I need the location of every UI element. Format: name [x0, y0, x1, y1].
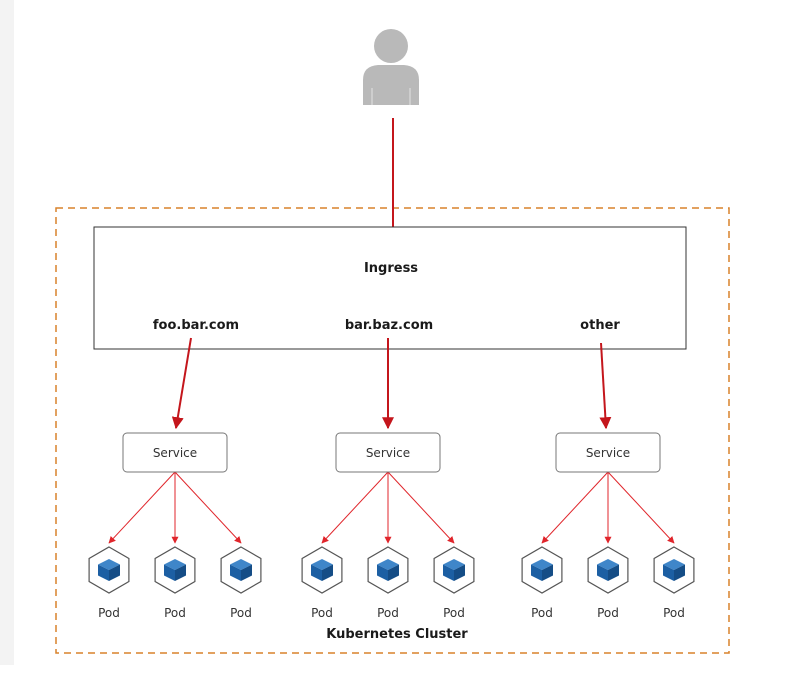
- arrow-service-to-pod: [387, 471, 455, 544]
- pod-label: Pod: [531, 606, 553, 620]
- cluster-label: Kubernetes Cluster: [326, 627, 468, 642]
- pod: Pod: [154, 546, 196, 620]
- arrow-rule-other-to-service: [599, 342, 612, 430]
- pod-label: Pod: [98, 606, 120, 620]
- cube-icon: [164, 559, 186, 581]
- pod-label: Pod: [377, 606, 399, 620]
- service-label: Service: [586, 446, 630, 460]
- pod: Pod: [433, 546, 475, 620]
- pod: Pod: [301, 546, 343, 620]
- rule-host-other: other: [580, 318, 620, 333]
- pod-label: Pod: [663, 606, 685, 620]
- rule-host-foo: foo.bar.com: [153, 318, 239, 333]
- pod: Pod: [220, 546, 262, 620]
- service-label: Service: [153, 446, 197, 460]
- cube-icon: [98, 559, 120, 581]
- pod: Pod: [367, 546, 409, 620]
- arrow-service-to-pod: [321, 471, 389, 544]
- pod: Pod: [653, 546, 695, 620]
- cube-icon: [230, 559, 252, 581]
- arrow-service-to-pod: [174, 471, 242, 544]
- pod-label: Pod: [230, 606, 252, 620]
- service-box: [335, 432, 441, 473]
- service-box: [122, 432, 228, 473]
- service-label: Service: [366, 446, 410, 460]
- cube-icon: [597, 559, 619, 581]
- pod-label: Pod: [311, 606, 333, 620]
- arrow-rule-foo-to-service: [171, 337, 192, 430]
- cube-icon: [663, 559, 685, 581]
- service-box: [555, 432, 661, 473]
- arrow-service-to-pod: [108, 471, 176, 544]
- user-icon: [363, 29, 419, 105]
- left-gutter: [0, 0, 14, 665]
- cube-icon: [531, 559, 553, 581]
- pod-label: Pod: [164, 606, 186, 620]
- pod-label: Pod: [443, 606, 465, 620]
- cube-icon: [311, 559, 333, 581]
- arrow-service-to-pod: [541, 471, 609, 544]
- cube-icon: [377, 559, 399, 581]
- ingress-box: [93, 226, 687, 350]
- pod: Pod: [587, 546, 629, 620]
- pod: Pod: [88, 546, 130, 620]
- arrow-service-to-pod: [607, 471, 675, 544]
- ingress-title: Ingress: [364, 261, 418, 276]
- pod: Pod: [521, 546, 563, 620]
- pod-label: Pod: [597, 606, 619, 620]
- rule-host-bar: bar.baz.com: [345, 318, 433, 333]
- cube-icon: [443, 559, 465, 581]
